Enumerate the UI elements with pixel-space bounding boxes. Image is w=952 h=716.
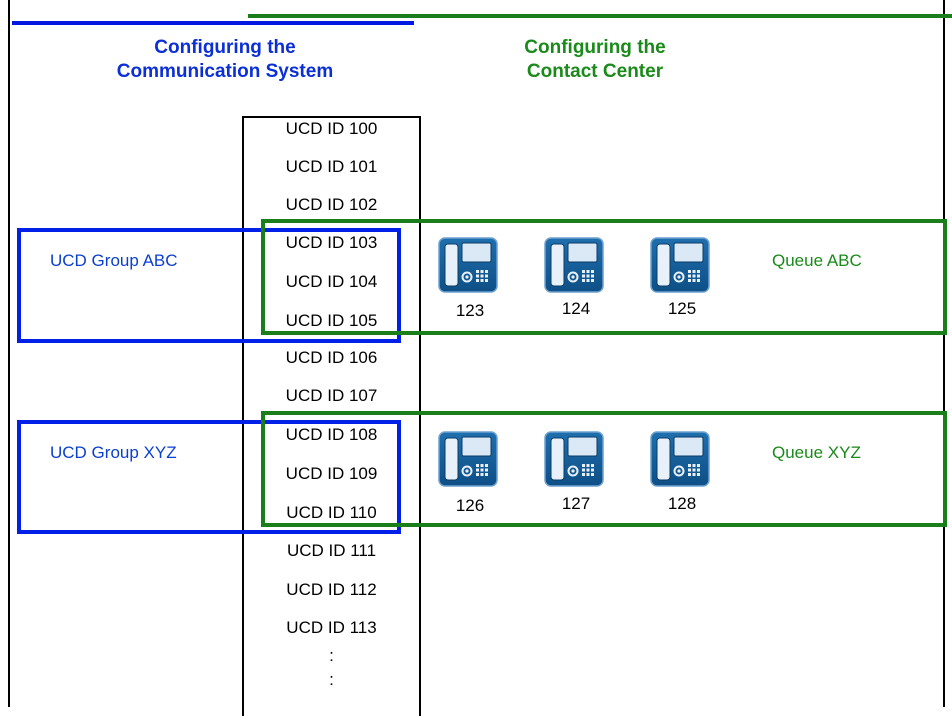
ucd-id-item: UCD ID 110: [286, 503, 377, 522]
communication-system-rule: [12, 21, 414, 25]
extension-number: 123: [455, 301, 485, 320]
ucd-id-item: UCD ID 108: [285, 425, 378, 444]
ucd-group-box-xyz: [17, 420, 401, 534]
extension-number: 128: [667, 494, 697, 513]
queue-label: Queue ABC: [772, 251, 862, 270]
heading-line: Communication System: [116, 61, 334, 82]
queue-box-abc: [261, 219, 947, 335]
frame-left-border: [8, 0, 10, 707]
ucd-id-item: UCD ID 101: [285, 157, 378, 176]
ucd-group-label: UCD Group XYZ: [50, 443, 177, 462]
ucd-id-item: UCD ID 100: [285, 119, 378, 138]
contact-center-rule: [248, 14, 952, 18]
desk-phone-icon: [650, 237, 710, 293]
extension-number: 124: [561, 299, 591, 318]
queue-box-xyz: [261, 411, 947, 527]
ucd-id-item: UCD ID 107: [285, 386, 378, 405]
ucd-id-item: UCD ID 105: [285, 311, 378, 330]
ucd-id-item: UCD ID 106: [285, 348, 378, 367]
ucd-group-label: UCD Group ABC: [50, 251, 178, 270]
continuation-dots: :: [329, 646, 334, 665]
desk-phone-icon: [438, 237, 498, 293]
extension-number: 127: [561, 494, 591, 513]
ucd-id-item: UCD ID 103: [285, 233, 378, 252]
ucd-group-box-abc: [17, 228, 401, 343]
desk-phone-icon: [650, 431, 710, 487]
extension-number: 125: [667, 299, 697, 318]
ucd-id-item: UCD ID 109: [285, 464, 378, 483]
heading-line: Configuring the: [154, 37, 296, 58]
heading-line: Contact Center: [526, 61, 664, 82]
ucd-id-item: UCD ID 113: [286, 618, 377, 637]
communication-system-heading: Configuring the Communication System: [60, 36, 390, 84]
ucd-id-column: [242, 116, 421, 716]
desk-phone-icon: [544, 431, 604, 487]
heading-line: Configuring the: [524, 37, 666, 58]
ucd-id-item: UCD ID 104: [285, 272, 378, 291]
ucd-id-item: UCD ID 112: [286, 580, 377, 599]
ucd-id-item: UCD ID 111: [286, 541, 377, 560]
queue-label: Queue XYZ: [772, 443, 861, 462]
desk-phone-icon: [438, 431, 498, 487]
contact-center-heading: Configuring the Contact Center: [470, 36, 720, 84]
ucd-id-item: UCD ID 102: [285, 195, 378, 214]
frame-right-border: [943, 0, 945, 707]
continuation-dots: :: [329, 670, 334, 689]
extension-number: 126: [455, 496, 485, 515]
desk-phone-icon: [544, 237, 604, 293]
